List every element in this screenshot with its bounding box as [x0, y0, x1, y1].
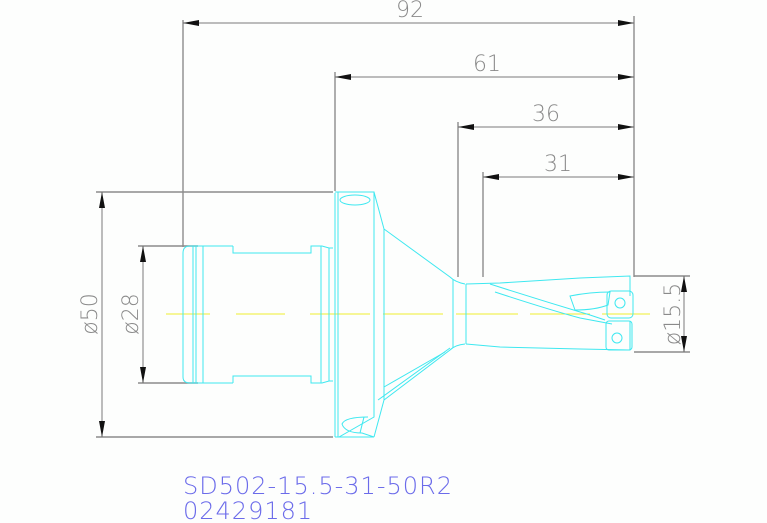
flange: [334, 191, 375, 438]
shank: [182, 245, 333, 384]
dimension-61-label: 61: [473, 52, 501, 77]
dimension-diameter-50: ø50: [78, 191, 333, 438]
dimension-31-label: 31: [544, 152, 572, 177]
cone-body: [373, 191, 467, 438]
dimension-92-label: 92: [396, 0, 424, 23]
dimension-31: 31: [482, 152, 634, 277]
part-number: SD502-15.5-31-50R2: [183, 472, 453, 500]
dimension-92: 92: [182, 0, 635, 277]
order-code: 02429181: [183, 497, 313, 523]
dimension-36-label: 36: [532, 102, 560, 127]
drill-body: [465, 275, 634, 351]
dimension-diameter-15-5-label: ø15.5: [661, 283, 686, 345]
dimension-61: 61: [334, 52, 634, 191]
dimension-diameter-28-label: ø28: [119, 293, 144, 334]
dimension-diameter-50-label: ø50: [78, 293, 103, 334]
dimension-36: 36: [457, 102, 634, 277]
dimension-diameter-28: ø28: [119, 245, 198, 384]
dimension-diameter-15-5: ø15.5: [634, 275, 690, 353]
